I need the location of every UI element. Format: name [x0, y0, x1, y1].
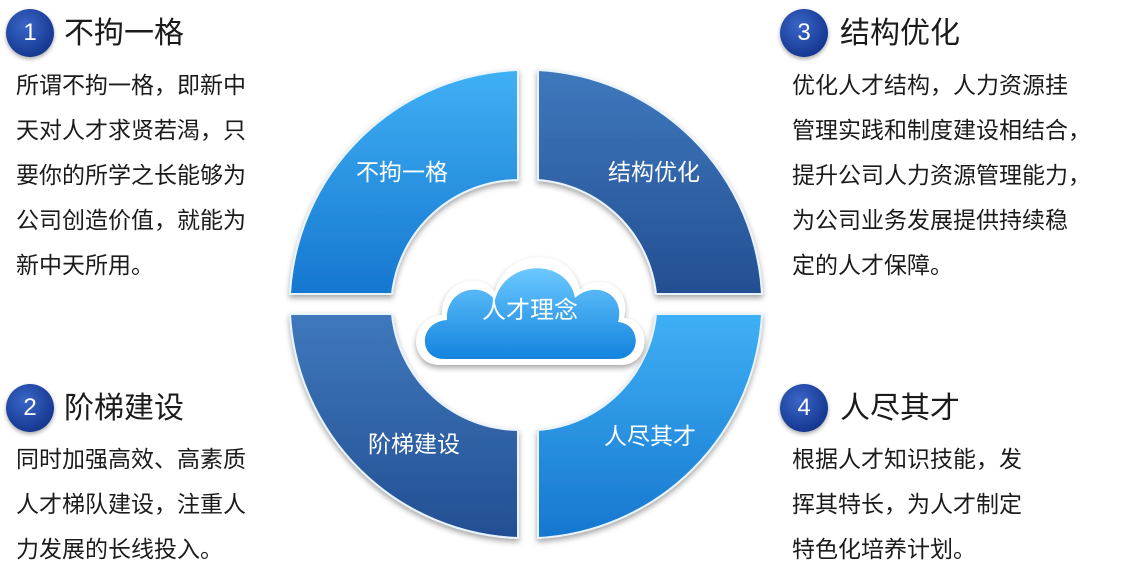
segment-label-top-left: 不拘一格 — [356, 160, 448, 186]
heading-3: 结构优化 — [840, 16, 960, 51]
description-1-line: 所谓不拘一格，即新中 — [16, 73, 246, 99]
number-badge-3: 3 — [780, 9, 828, 57]
description-1-line: 要你的所学之长能够为 — [16, 163, 246, 189]
description-3-line: 定的人才保障。 — [792, 253, 953, 279]
segment-label-top-right: 结构优化 — [608, 160, 700, 186]
number-badge-1: 1 — [6, 9, 54, 57]
description-2-line: 人才梯队建设，注重人 — [16, 492, 246, 518]
segment-bottom-left — [288, 313, 519, 540]
description-2-line: 同时加强高效、高素质 — [16, 447, 246, 473]
description-4-line: 挥其特长，为人才制定 — [792, 492, 1022, 518]
heading-1: 不拘一格 — [64, 16, 184, 51]
center-label: 人才理念 — [482, 296, 578, 324]
concept-wheel: 不拘一格 结构优化 阶梯建设 人尽其才 人才理念 — [288, 68, 764, 540]
description-1-line: 新中天所用。 — [16, 253, 154, 279]
description-3: 优化人才结构，人力资源挂 管理实践和制度建设相结合， 提升公司人力资源管理能力，… — [792, 64, 1091, 289]
description-3-line: 优化人才结构，人力资源挂 — [792, 73, 1068, 99]
heading-2: 阶梯建设 — [64, 391, 184, 426]
description-3-line: 提升公司人力资源管理能力， — [792, 163, 1091, 189]
number-badge-4: 4 — [780, 384, 828, 432]
description-4-line: 根据人才知识技能，发 — [792, 447, 1022, 473]
description-4: 根据人才知识技能，发 挥其特长，为人才制定 特色化培养计划。 — [792, 438, 1022, 573]
description-1-line: 公司创造价值，就能为 — [16, 208, 246, 234]
segment-top-right — [537, 68, 764, 295]
heading-4: 人尽其才 — [840, 391, 960, 426]
cloud-icon — [416, 257, 645, 365]
number-badge-2: 2 — [6, 384, 54, 432]
description-3-line: 为公司业务发展提供持续稳 — [792, 208, 1068, 234]
description-1: 所谓不拘一格，即新中 天对人才求贤若渴，只 要你的所学之长能够为 公司创造价值，… — [16, 64, 246, 289]
description-3-line: 管理实践和制度建设相结合， — [792, 118, 1091, 144]
segment-bottom-right — [537, 313, 764, 540]
description-2: 同时加强高效、高素质 人才梯队建设，注重人 力发展的长线投入。 — [16, 438, 246, 573]
segment-label-bottom-left: 阶梯建设 — [368, 432, 460, 458]
segment-label-bottom-right: 人尽其才 — [604, 424, 696, 450]
description-4-line: 特色化培养计划。 — [792, 537, 976, 563]
segment-top-left — [288, 68, 519, 295]
description-1-line: 天对人才求贤若渴，只 — [16, 118, 246, 144]
description-2-line: 力发展的长线投入。 — [16, 537, 223, 563]
